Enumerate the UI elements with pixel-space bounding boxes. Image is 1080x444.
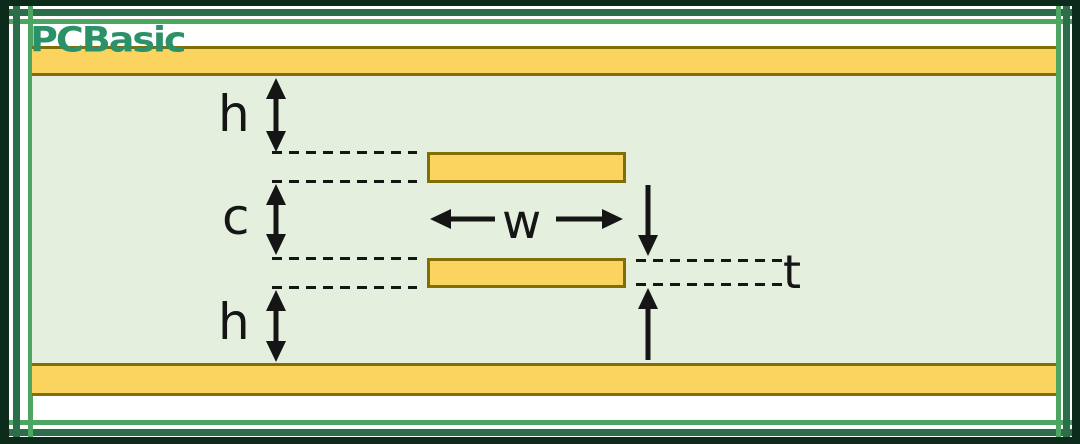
signal-trace-upper <box>427 152 626 183</box>
dimension-label-c: c <box>222 188 250 246</box>
frame-line-top-dark <box>0 9 1080 16</box>
h-bottom-double-arrow-icon <box>263 290 289 362</box>
dielectric-substrate <box>32 76 1056 363</box>
signal-trace-lower <box>427 258 626 288</box>
dimension-label-h-top: h <box>218 85 250 143</box>
t-down-arrow-icon <box>635 185 661 256</box>
dashed-line-thickness-top <box>636 259 782 262</box>
h-top-double-arrow-icon <box>263 78 289 152</box>
frame-line-bottom-dark <box>0 429 1080 436</box>
dimension-label-t: t <box>783 245 802 299</box>
pcbasic-logo: PCBasic <box>30 19 187 60</box>
w-left-arrow-icon <box>430 206 495 232</box>
t-up-arrow-icon <box>635 288 661 360</box>
w-right-arrow-icon <box>556 206 623 232</box>
dimension-label-h-bottom: h <box>218 293 250 351</box>
dashed-line-thickness-bottom <box>636 283 782 286</box>
frame-line-left-dark <box>13 0 20 444</box>
c-double-arrow-icon <box>263 184 289 255</box>
copper-plane-bottom <box>32 363 1056 396</box>
dashed-line-upper-trace-top <box>272 151 417 154</box>
frame-line-top-light <box>0 19 1080 24</box>
frame-line-right-light <box>1056 0 1061 444</box>
frame-line-right-dark <box>1063 0 1070 444</box>
dimension-label-w: w <box>502 194 542 250</box>
dashed-line-upper-trace-bottom <box>272 180 417 183</box>
frame-line-left-light <box>28 0 33 444</box>
dashed-line-lower-trace-top <box>272 257 417 260</box>
copper-plane-top <box>32 46 1056 76</box>
frame-line-bottom-light <box>0 420 1080 425</box>
dashed-line-lower-trace-bottom <box>272 286 417 289</box>
